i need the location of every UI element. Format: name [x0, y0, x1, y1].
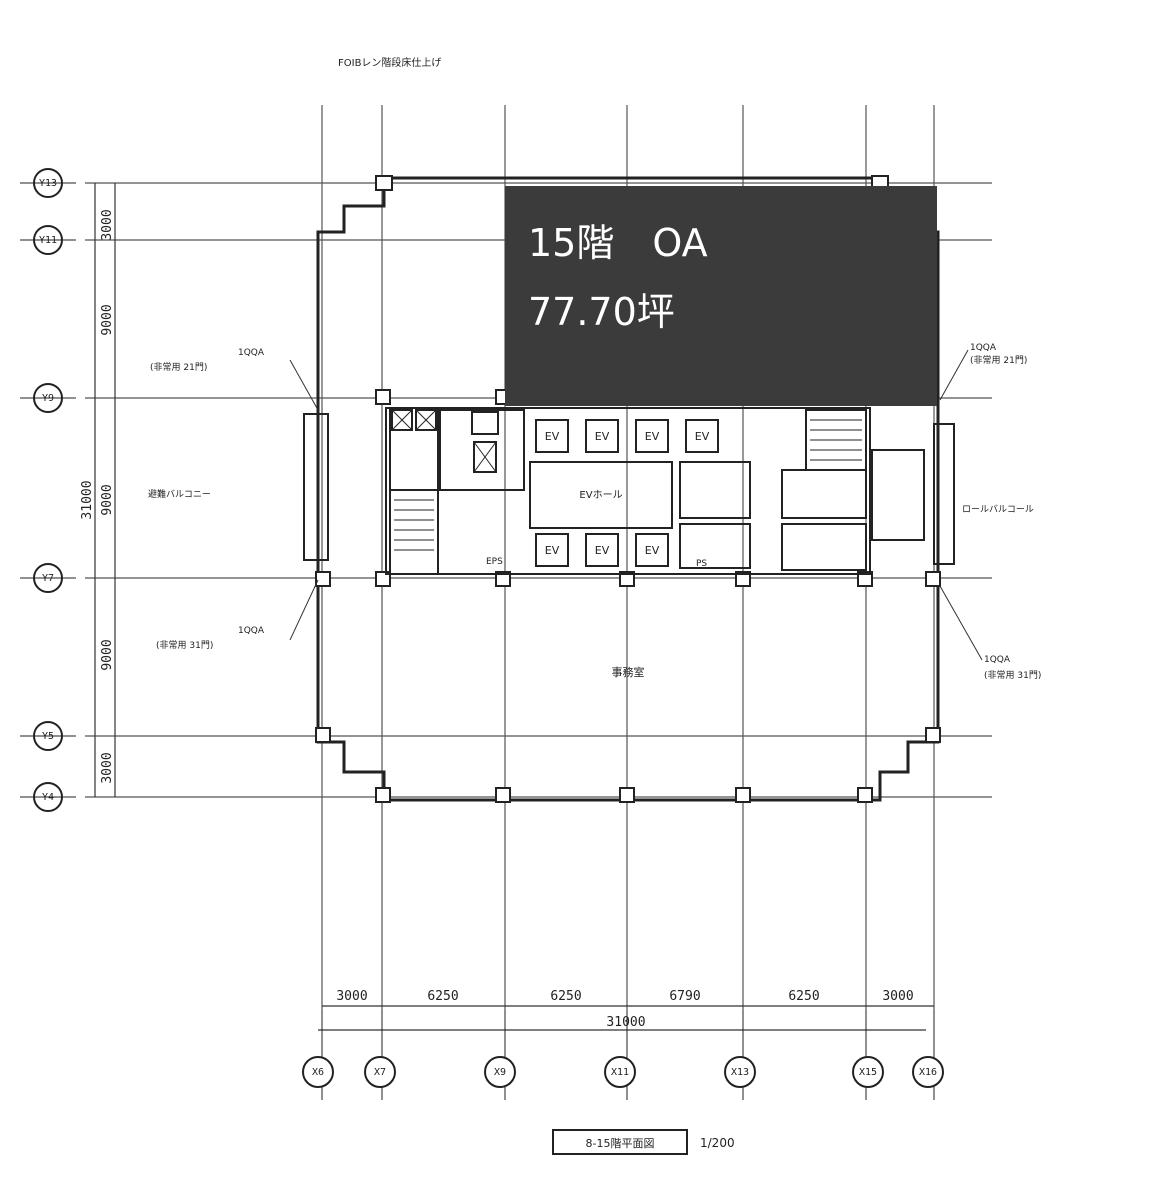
svg-text:EV: EV [645, 430, 660, 443]
svg-text:6250: 6250 [788, 989, 819, 1004]
svg-text:(非常用 31門): (非常用 31門) [156, 639, 213, 651]
svg-text:EV: EV [645, 544, 660, 557]
balcony-left-label: 避難バルコニー [148, 488, 211, 500]
ps-label: PS [696, 559, 707, 569]
highlight-area-label: 77.70坪 [528, 290, 675, 334]
svg-text:9000: 9000 [100, 639, 115, 670]
svg-text:31000: 31000 [80, 480, 95, 519]
svg-text:X6: X6 [312, 1067, 324, 1078]
svg-text:(非常用 21門): (非常用 21門) [970, 354, 1027, 366]
svg-text:Y9: Y9 [42, 393, 54, 404]
header-note: FOIBレン階段床仕上げ [338, 56, 441, 69]
svg-text:X15: X15 [859, 1067, 877, 1078]
highlight-area: 15階 OA 77.70坪 [505, 186, 937, 406]
svg-text:X11: X11 [611, 1067, 629, 1078]
highlight-floor-label: 15階 OA [528, 221, 708, 265]
svg-text:8-15階平面図: 8-15階平面図 [586, 1136, 655, 1150]
svg-text:1QQA: 1QQA [238, 626, 265, 636]
svg-text:Y4: Y4 [42, 792, 54, 803]
svg-text:Y7: Y7 [42, 573, 54, 584]
svg-text:3000: 3000 [336, 989, 367, 1004]
bottom-grid-bubble-labels: X6 X7 X9 X11 X13 X15 X16 [312, 1067, 937, 1078]
svg-text:X16: X16 [919, 1067, 937, 1078]
svg-text:(非常用 31門): (非常用 31門) [984, 669, 1041, 681]
scale-label: 1/200 [700, 1136, 735, 1150]
svg-text:6250: 6250 [550, 989, 581, 1004]
svg-text:EV: EV [695, 430, 710, 443]
svg-text:9000: 9000 [100, 304, 115, 335]
callouts: 1QQA (非常用 21門) 1QQA (非常用 21門) 1QQA (非常用 … [150, 343, 1041, 681]
svg-text:1QQA: 1QQA [238, 348, 265, 358]
svg-text:3000: 3000 [100, 752, 115, 783]
ev-labels: EV EV EV EV EV EV EV [545, 430, 710, 557]
svg-text:3000: 3000 [100, 209, 115, 240]
left-grid-bubbles [20, 168, 76, 812]
title-block: 8-15階平面図 1/200 [552, 1129, 735, 1155]
eps-label: EPS [486, 557, 503, 567]
svg-text:(非常用 21門): (非常用 21門) [150, 361, 207, 373]
svg-text:EV: EV [595, 430, 610, 443]
svg-text:31000: 31000 [606, 1015, 645, 1030]
bottom-grid-bubbles [302, 1010, 944, 1100]
svg-text:Y11: Y11 [39, 235, 57, 246]
svg-text:X7: X7 [374, 1067, 386, 1078]
svg-text:EV: EV [545, 430, 560, 443]
highlight-rect [505, 186, 937, 406]
svg-text:EV: EV [595, 544, 610, 557]
core [303, 407, 955, 575]
svg-text:X13: X13 [731, 1067, 749, 1078]
svg-text:3000: 3000 [882, 989, 913, 1004]
bottom-dimension: 3000 6250 6250 6790 6250 3000 31000 [318, 989, 934, 1031]
svg-text:1QQA: 1QQA [970, 343, 997, 353]
svg-text:9000: 9000 [100, 484, 115, 515]
svg-text:Y5: Y5 [42, 731, 54, 742]
svg-text:Y13: Y13 [39, 178, 57, 189]
left-dimension: 3000 9000 9000 9000 3000 31000 [80, 183, 116, 797]
svg-text:6250: 6250 [427, 989, 458, 1004]
svg-text:6790: 6790 [669, 989, 700, 1004]
lobby-label: EVホール [579, 489, 622, 501]
svg-text:X9: X9 [494, 1067, 506, 1078]
svg-text:1QQA: 1QQA [984, 655, 1011, 665]
balcony-right-label: ロールバルコール [962, 504, 1034, 515]
svg-text:EV: EV [545, 544, 560, 557]
office-south-label: 事務室 [612, 665, 645, 679]
left-grid-bubble-labels: Y13 Y11 Y9 Y7 Y5 Y4 [39, 178, 57, 803]
